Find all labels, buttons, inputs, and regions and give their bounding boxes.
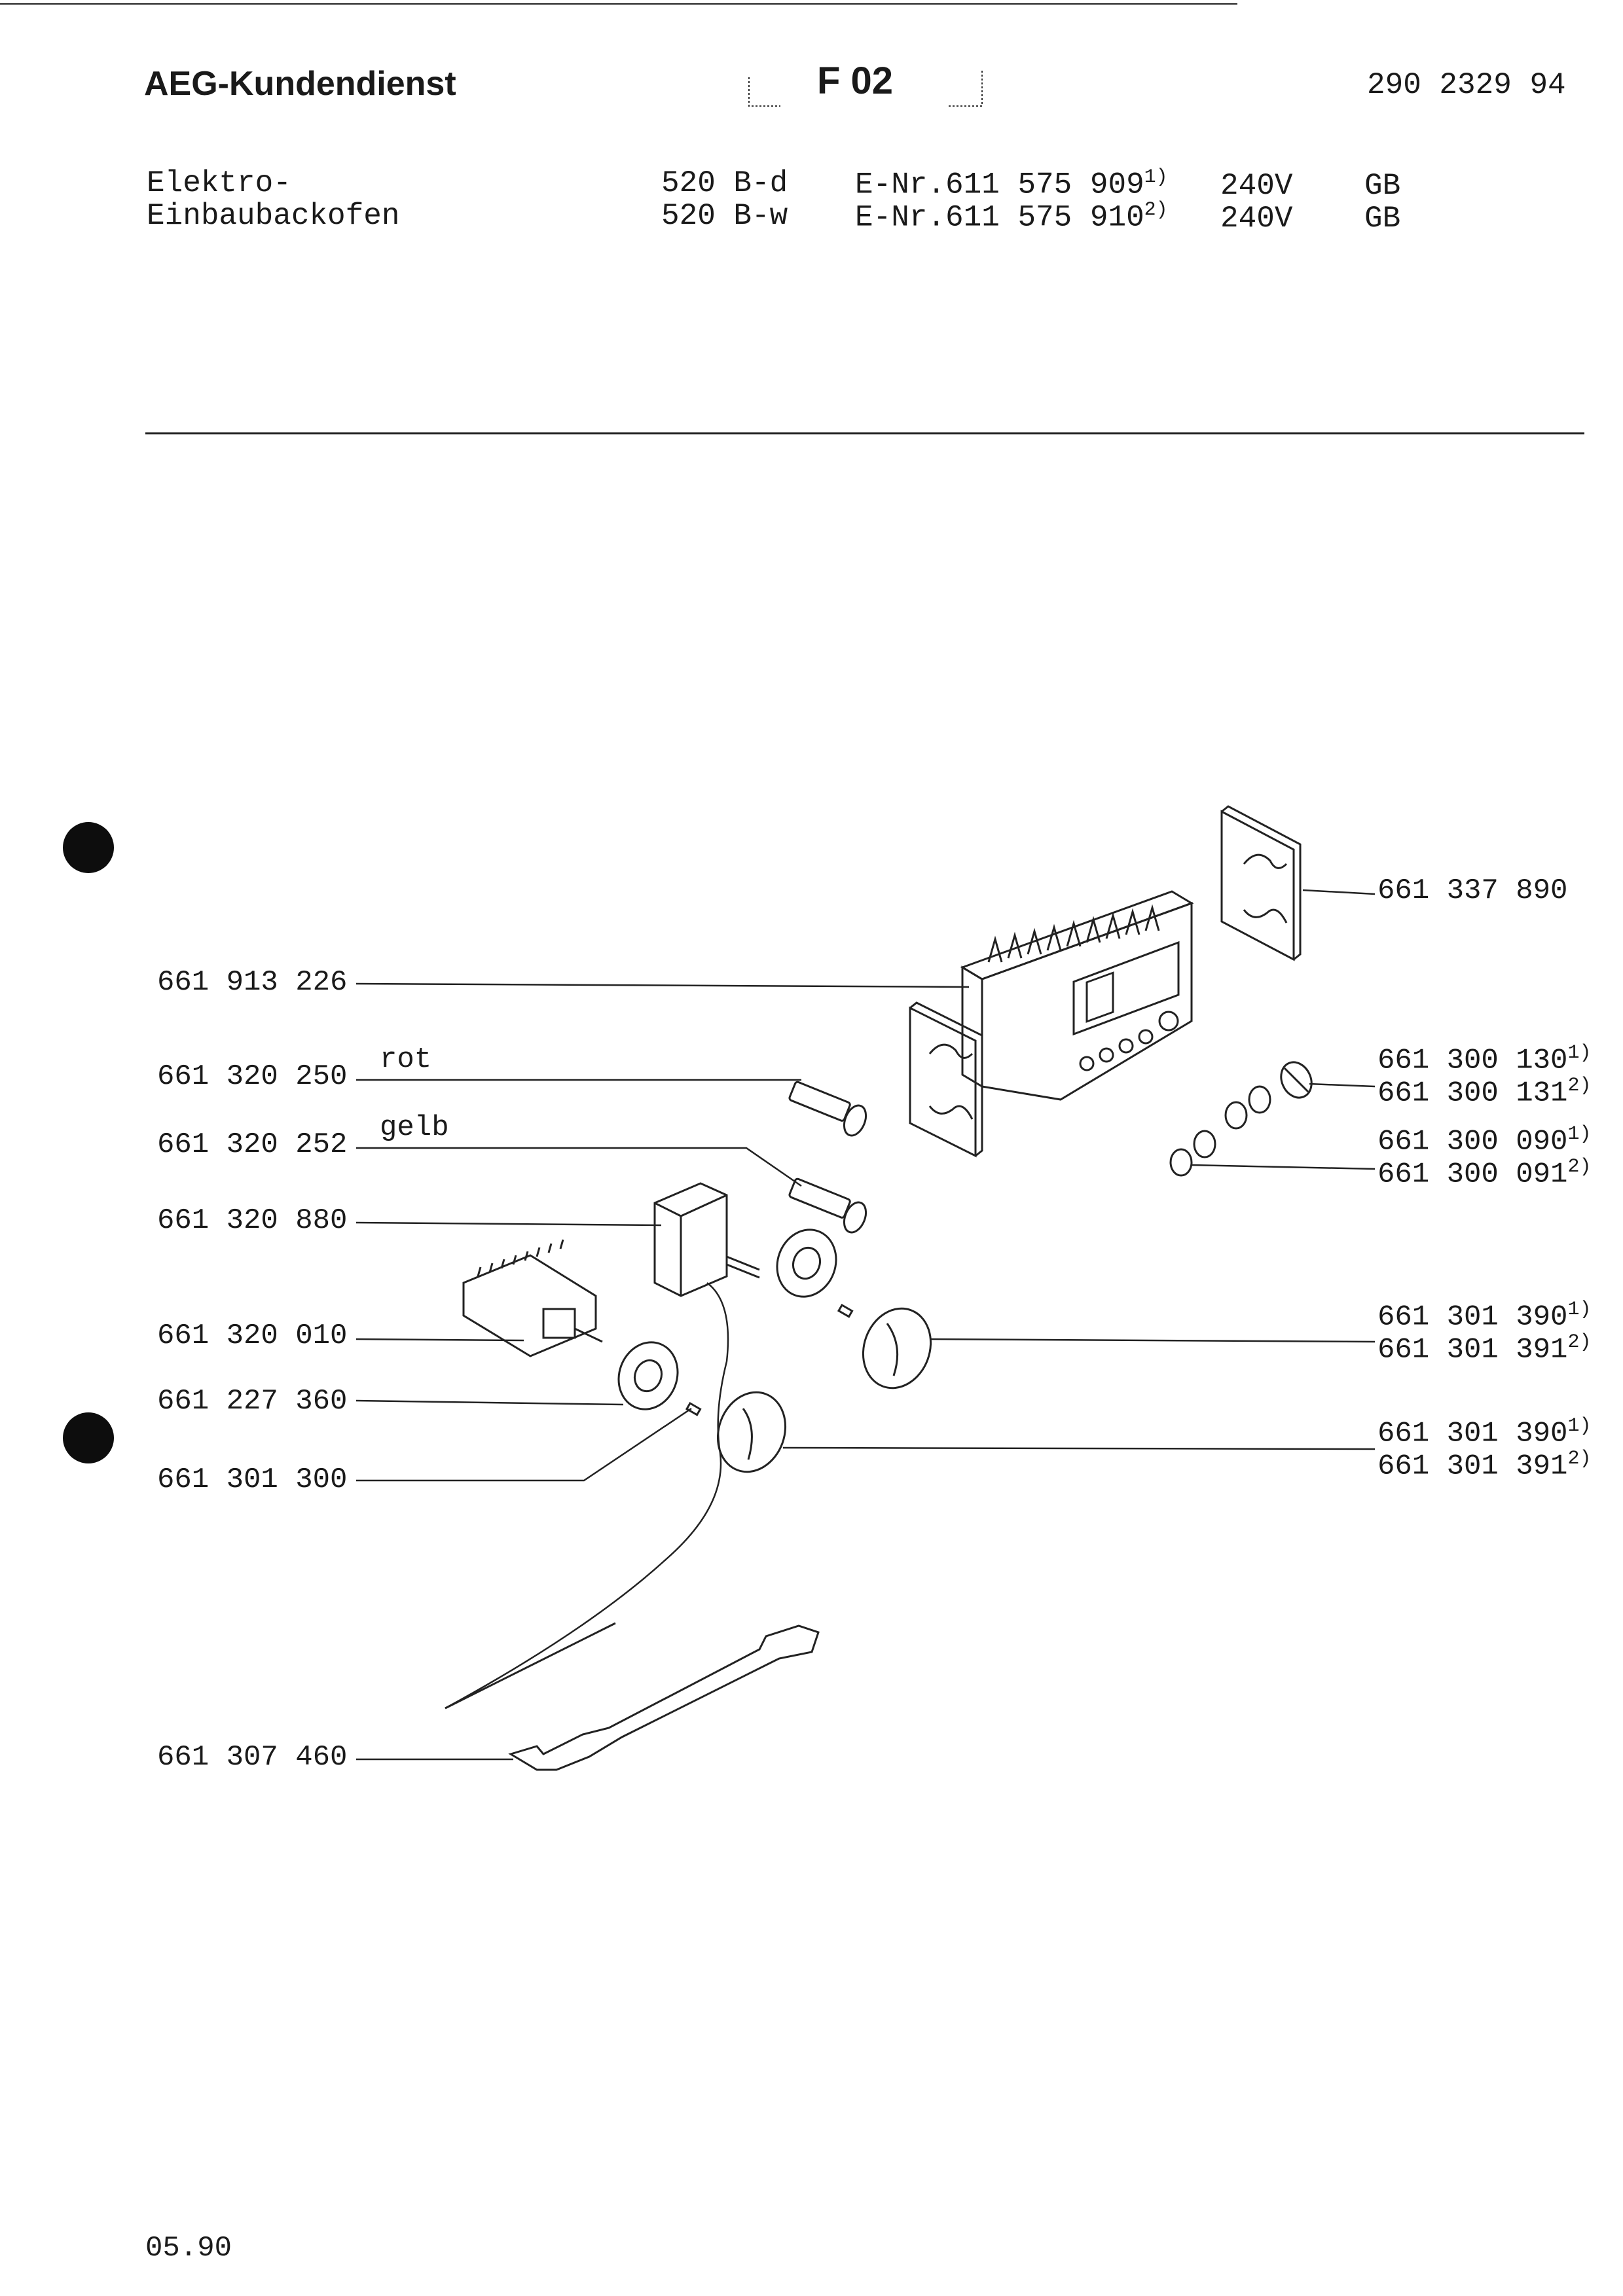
leader-661-320-010 — [356, 1338, 524, 1342]
doc-number: 290 2329 94 — [1367, 68, 1566, 102]
indicator-lamp-red — [788, 1081, 867, 1137]
variant-2-enr-text: E-Nr.611 575 910 — [855, 200, 1144, 235]
sensor-bracket — [508, 1624, 820, 1771]
punch-hole-top — [63, 822, 114, 873]
variant-2-model: 520 B-w — [661, 199, 788, 233]
leader-661-320-252 — [356, 1147, 802, 1187]
part-number-right-2: 661 300 1301) — [1377, 1042, 1591, 1077]
footer-date: 05.90 — [145, 2232, 232, 2265]
variant-1-model: 520 B-d — [661, 166, 788, 200]
leader-661-337-890 — [1302, 889, 1376, 895]
indicator-lamp-yellow — [788, 1177, 867, 1234]
knob-bezel-lower — [617, 1341, 679, 1410]
leader-661-913-226 — [356, 982, 970, 988]
part-number-right-9: 661 301 3912) — [1377, 1448, 1591, 1483]
sheet-code-text: F 02 — [817, 60, 894, 102]
variant-1-note: 1) — [1144, 166, 1168, 188]
variant-1-enr: E-Nr.611 575 9091) — [855, 166, 1168, 202]
leader-661-301-390-lower — [782, 1446, 1376, 1450]
variant-2-enr: E-Nr.611 575 9102) — [855, 199, 1168, 234]
thermostat-sensor — [445, 1622, 616, 1710]
leader-661-300-090 — [1191, 1164, 1376, 1170]
part-note-right-4: 1) — [1567, 1123, 1592, 1145]
punch-hole-bottom — [63, 1412, 114, 1463]
part-number-right-8-text: 661 301 390 — [1377, 1417, 1568, 1450]
part-note-right-6: 1) — [1567, 1299, 1592, 1321]
knob-bezel-upper — [776, 1229, 837, 1298]
part-number-right-3: 661 300 1312) — [1377, 1075, 1591, 1110]
part-note-right-9: 2) — [1567, 1448, 1592, 1470]
thermostat — [653, 1182, 760, 1297]
part-number-right-8: 661 301 3901) — [1377, 1415, 1591, 1450]
part-number-left-4: 661 320 880 — [157, 1204, 348, 1237]
control-knob-lower — [716, 1391, 787, 1473]
part-number-left-1: 661 913 226 — [157, 966, 348, 999]
part-number-right-2-text: 661 300 130 — [1377, 1044, 1568, 1077]
part-number-left-3: 661 320 252 — [157, 1128, 348, 1161]
part-number-right-5: 661 300 0912) — [1377, 1156, 1591, 1191]
part-note-right-5: 2) — [1567, 1156, 1592, 1178]
part-number-left-2: 661 320 250 — [157, 1060, 348, 1093]
part-number-right-6-text: 661 301 390 — [1377, 1300, 1568, 1334]
variant-1-country: GB — [1364, 169, 1401, 203]
leader-661-300-130 — [1309, 1083, 1376, 1088]
part-number-left-5: 661 320 010 — [157, 1319, 348, 1352]
cover-plate-top-right — [1220, 805, 1302, 961]
part-number-right-6: 661 301 3901) — [1377, 1299, 1591, 1334]
variant-2-note: 2) — [1144, 199, 1168, 221]
part-number-left-6: 661 227 360 — [157, 1385, 348, 1418]
part-number-right-3-text: 661 300 131 — [1377, 1077, 1568, 1110]
brand-title: AEG-Kundendienst — [144, 65, 456, 103]
leader-661-301-300 — [356, 1407, 692, 1482]
sheet-code-brackets — [748, 71, 983, 107]
mask-plate — [909, 1001, 983, 1158]
part-number-right-4: 661 300 0901) — [1377, 1123, 1591, 1158]
spring-clip-upper — [837, 1303, 854, 1318]
thermostat-capillary — [445, 1282, 729, 1710]
spring-clip-lower — [685, 1401, 702, 1416]
leader-661-320-880 — [356, 1221, 662, 1227]
leader-661-301-390-upper — [929, 1338, 1376, 1343]
selector-switch — [462, 1239, 603, 1357]
clock-buttons — [1169, 1085, 1271, 1177]
part-number-right-9-text: 661 301 391 — [1377, 1450, 1568, 1483]
part-number-right-7: 661 301 3912) — [1377, 1331, 1591, 1367]
part-number-right-1: 661 337 890 — [1377, 874, 1568, 907]
part-number-left-7: 661 301 300 — [157, 1463, 348, 1496]
part-note-rot: rot — [380, 1043, 432, 1076]
part-note-right-8: 1) — [1567, 1415, 1592, 1437]
part-note-right-2: 1) — [1567, 1042, 1592, 1064]
variant-2-country: GB — [1364, 202, 1401, 236]
product-name-line1: Elektro- — [147, 166, 291, 200]
clock-setting-knob — [1280, 1061, 1313, 1099]
variant-1-enr-text: E-Nr.611 575 909 — [855, 168, 1144, 202]
variant-1-voltage: 240V — [1220, 169, 1293, 203]
control-knob-upper — [862, 1307, 932, 1390]
part-number-right-4-text: 661 300 090 — [1377, 1125, 1568, 1158]
part-number-left-8: 661 307 460 — [157, 1741, 348, 1774]
clock-housing — [960, 890, 1194, 1101]
part-note-gelb: gelb — [380, 1111, 449, 1144]
variant-2-voltage: 240V — [1220, 202, 1293, 236]
part-note-right-3: 2) — [1567, 1075, 1592, 1097]
part-number-right-5-text: 661 300 091 — [1377, 1158, 1568, 1191]
part-number-right-7-text: 661 301 391 — [1377, 1333, 1568, 1367]
product-name-line2: Einbaubackofen — [147, 199, 400, 233]
leader-661-227-360 — [356, 1399, 624, 1406]
part-note-right-7: 2) — [1567, 1331, 1592, 1354]
